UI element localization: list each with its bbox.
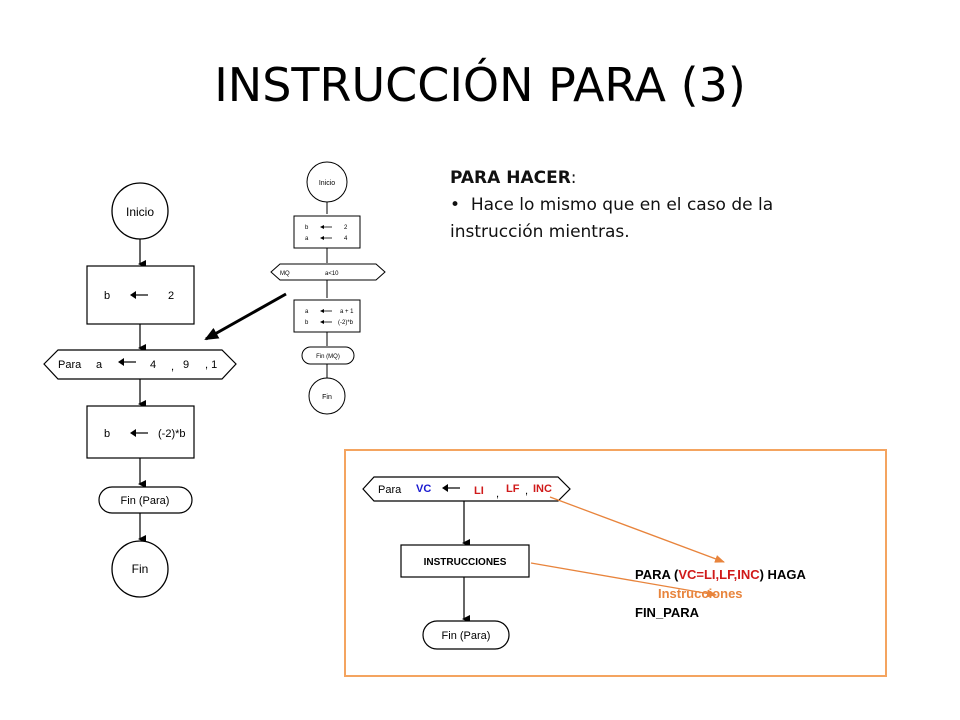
general-vc: VC [416, 483, 431, 495]
small-mq-label: MQ [280, 271, 290, 277]
left-arrow-icon [320, 225, 332, 229]
left-arrow-icon [320, 320, 332, 324]
small-loop-a-var: a [305, 309, 309, 315]
general-lf: LF [506, 483, 520, 495]
bullet-dot: • [450, 195, 471, 215]
general-comma-1: , [496, 488, 499, 500]
assign1-var: b [104, 290, 110, 302]
text-heading-colon: : [570, 168, 577, 188]
small-mq-cond: a<10 [325, 271, 339, 277]
code-line-1: PARA (VC=LI,LF,INC) HAGA [635, 567, 806, 582]
small-init-box [293, 215, 361, 249]
end-node [111, 540, 169, 598]
code-line-3: FIN_PARA [635, 605, 700, 620]
general-end-para-node [422, 620, 510, 650]
comparison-arrow [204, 292, 287, 341]
left-arrow-icon [320, 309, 332, 313]
left-arrow-icon [130, 291, 148, 299]
general-para-hexagon [362, 476, 571, 502]
end-label: Fin [132, 562, 149, 576]
general-para-label: Para [378, 484, 402, 496]
assign1-val: 2 [168, 290, 174, 302]
general-form-box: Para VC LI , LF , INC INSTRUCCIONES Fin … [344, 449, 887, 677]
small-b-val: 2 [344, 225, 348, 231]
general-li: LI [474, 485, 484, 497]
text-bullet: • Hace lo mismo que en el caso de la ins… [450, 192, 850, 246]
small-start-label: Inicio [319, 180, 335, 187]
general-inc: INC [533, 483, 552, 495]
small-loop-b-val: (-2)*b [338, 320, 354, 326]
para-sep: , [171, 361, 174, 373]
orange-arrow-1 [549, 496, 725, 563]
left-arrow-icon [130, 429, 148, 437]
small-end-mq-label: Fin (MQ) [316, 354, 340, 360]
start-label: Inicio [126, 205, 154, 219]
code-line-2: Instrucciones [658, 586, 743, 601]
para-label: Para [58, 359, 82, 371]
small-loop-box [293, 299, 361, 333]
bullet-text: Hace lo mismo que en el caso de la instr… [450, 195, 774, 242]
general-end-para-label: Fin (Para) [442, 630, 491, 642]
para-lf: 9 [183, 359, 189, 371]
end-para-label: Fin (Para) [121, 495, 170, 507]
left-arrow-icon [442, 484, 460, 492]
instrucciones-box [400, 544, 530, 578]
para-hexagon [43, 349, 237, 380]
code-haga: ) HAGA [760, 567, 807, 582]
assign-box-2 [86, 405, 195, 459]
para-li: 4 [150, 359, 156, 371]
small-end-label: Fin [322, 394, 332, 401]
small-loop-b-var: b [305, 320, 309, 326]
assign2-var: b [104, 428, 110, 440]
general-comma-2: , [525, 485, 528, 497]
small-a-val: 4 [344, 236, 348, 242]
code-para: PARA ( [635, 567, 679, 582]
end-para-node [98, 486, 193, 514]
small-flowchart: Inicio b 2 a 4 MQ a<10 a a + 1 b [270, 161, 386, 415]
small-b-var: b [305, 225, 309, 231]
slide-title: INSTRUCCIÓN PARA (3) [214, 58, 746, 112]
small-a-var: a [305, 236, 309, 242]
small-end-mq-node [301, 346, 355, 365]
para-var: a [96, 359, 103, 371]
small-loop-a-val: a + 1 [340, 309, 354, 315]
left-flowchart: Inicio b 2 Para a 4 , 9 , 1 b (-2)*b Fin [43, 182, 237, 598]
code-params: VC=LI,LF,INC [678, 567, 760, 582]
left-arrow-icon [320, 236, 332, 240]
small-mq-hexagon [270, 263, 386, 281]
assign2-val: (-2)*b [158, 428, 186, 440]
para-inc: , 1 [205, 359, 217, 371]
description-text: PARA HACER: • Hace lo mismo que en el ca… [450, 165, 850, 246]
left-arrow-icon [118, 358, 136, 366]
small-end-node [308, 377, 346, 415]
orange-arrow-2 [530, 562, 717, 598]
instrucciones-label: INSTRUCCIONES [424, 557, 507, 568]
text-heading: PARA HACER [450, 168, 571, 188]
